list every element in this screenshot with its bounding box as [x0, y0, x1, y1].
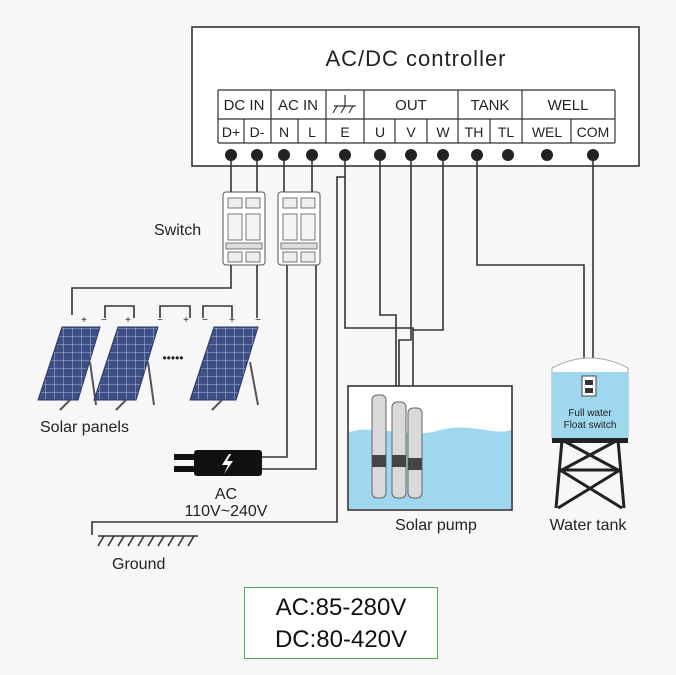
breaker-icon	[222, 191, 266, 266]
terminal-v: V	[406, 124, 416, 140]
breaker-icon	[277, 191, 321, 266]
terminal-l: L	[308, 124, 316, 140]
ground-symbol-icon	[332, 95, 356, 114]
terminal-d-minus: D-	[250, 124, 265, 140]
panel-connectors: + − + − + − + −	[81, 305, 261, 326]
panel-minus-2: −	[157, 315, 163, 326]
group-ac-in: AC IN	[278, 97, 318, 114]
controller-title: AC/DC controller	[325, 46, 506, 71]
terminal-w: W	[436, 124, 450, 140]
full-water-label: Full water	[568, 408, 612, 419]
lightning-icon	[222, 454, 233, 474]
pump-well	[347, 385, 513, 511]
dc-voltage-spec: DC:80-420V	[274, 626, 408, 653]
terminal-com: COM	[577, 124, 610, 140]
panel-plus-1: +	[81, 315, 87, 326]
group-tank: TANK	[471, 97, 510, 114]
panel-minus-1: −	[101, 315, 107, 326]
solar-panel-icon	[37, 326, 101, 411]
voltage-spec-box: AC:85-280V DC:80-420V	[244, 587, 438, 659]
terminal-th: TH	[465, 124, 484, 140]
terminal-screws	[225, 149, 599, 161]
panel-minus-4: −	[255, 315, 261, 326]
panel-plus-3: +	[183, 315, 189, 326]
terminal-tl: TL	[498, 124, 515, 140]
water-tank-label: Water tank	[550, 517, 628, 534]
terminal-wel: WEL	[532, 124, 563, 140]
solar-panel-icon	[189, 326, 259, 411]
group-dc-in: DC IN	[224, 97, 265, 114]
wires	[71, 161, 594, 535]
solar-panels-label: Solar panels	[40, 419, 129, 436]
controller-box: AC/DC controller DC IN AC IN OUT TANK WE…	[191, 26, 640, 167]
plug-icon	[174, 450, 262, 476]
terminal-e: E	[340, 124, 349, 140]
terminal-d-plus: D+	[222, 124, 240, 140]
float-switch-label: Float switch	[564, 420, 617, 431]
ground-label: Ground	[112, 556, 165, 573]
panel-plus-2: +	[125, 315, 131, 326]
panel-minus-3: −	[202, 315, 208, 326]
water-tower-icon	[551, 357, 629, 510]
group-out: OUT	[395, 97, 427, 114]
ac-label: AC	[215, 486, 237, 503]
terminal-n: N	[279, 124, 289, 140]
pump-icon	[371, 394, 423, 499]
terminal-u: U	[375, 124, 385, 140]
ac-range-label: 110V~240V	[185, 503, 268, 520]
switch-label: Switch	[154, 222, 201, 239]
ac-voltage-spec: AC:85-280V	[275, 594, 407, 621]
group-well: WELL	[548, 97, 589, 114]
panel-plus-4: +	[229, 315, 235, 326]
panel-ellipsis: •••••	[162, 351, 183, 365]
ground-icon	[97, 535, 198, 547]
solar-pump-label: Solar pump	[395, 517, 477, 534]
solar-panel-icon	[93, 326, 159, 411]
